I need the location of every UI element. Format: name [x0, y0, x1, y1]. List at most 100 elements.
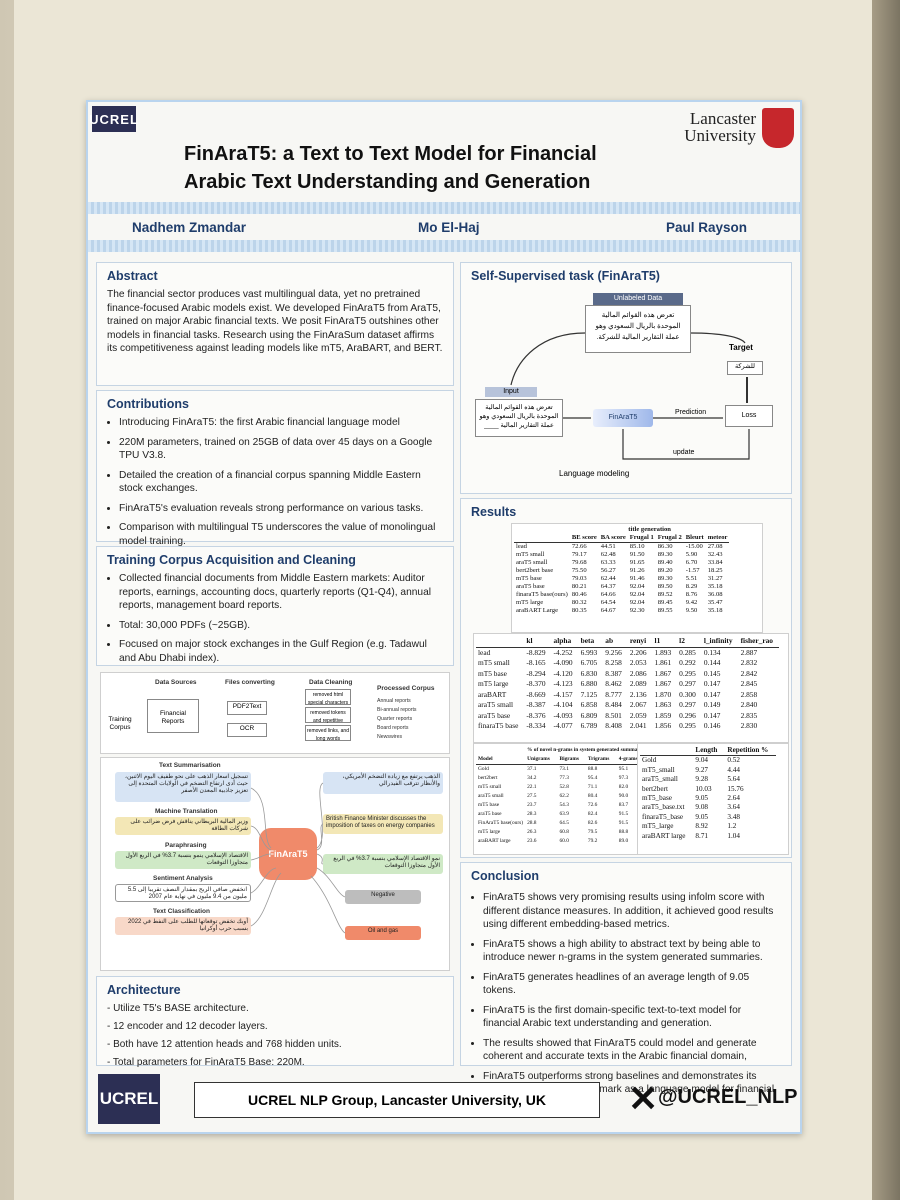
table-cell: 89.40	[657, 559, 673, 566]
lancaster-logo-text: Lancaster University	[684, 109, 756, 145]
task-output: Negative	[345, 890, 421, 904]
table-header-cell: Frugal 1	[629, 534, 654, 541]
cleaning-step: removed links, and long words	[305, 725, 351, 742]
table-cell: araT5_small	[642, 775, 678, 784]
table-cell: 92.30	[629, 607, 645, 614]
table-cell: Gold	[478, 766, 489, 772]
table-cell: 60.8	[559, 829, 569, 835]
x-logo-icon: ✕	[628, 1078, 659, 1119]
table-cell: 2.067	[629, 700, 647, 709]
table-cell: 88.8	[587, 766, 598, 772]
table-cell: 8.29	[685, 583, 698, 590]
task-label: Machine Translation	[155, 808, 218, 815]
financial-reports-box: Financial Reports	[147, 699, 199, 733]
table-cell: 6.789	[580, 721, 598, 730]
table-cell: 2.053	[629, 658, 647, 667]
table-cell: mT5_base	[642, 794, 672, 803]
divider-stripe	[88, 202, 800, 214]
corpus-panel: Training Corpus Acquisition and Cleaning…	[96, 546, 454, 666]
poster-header: UCREL Lancaster University FinAraT5: a T…	[88, 102, 800, 252]
figure-label: Data Sources	[155, 679, 197, 686]
table-cell: -4.077	[553, 721, 573, 730]
table-cell: 2.842	[740, 668, 758, 678]
table-cell: 27.5	[527, 793, 537, 799]
list-item: FinAraT5 shows very promising results us…	[483, 891, 781, 932]
twitter-handle[interactable]: @UCREL_NLP	[658, 1086, 798, 1108]
list-item: Comparison with multilingual T5 undersco…	[119, 521, 443, 548]
table-cell: 0.134	[703, 647, 721, 657]
table-cell: 32.43	[707, 551, 723, 558]
list-item: 220M parameters, trained on 25GB of data…	[119, 436, 443, 463]
table-cell: 79.03	[571, 575, 587, 582]
table-cell: 80.32	[571, 599, 587, 606]
table-cell: 37.1	[527, 766, 537, 772]
table-cell: 35.18	[707, 583, 723, 590]
table-cell: 89.45	[657, 599, 673, 606]
table-cell: 1.867	[654, 668, 672, 678]
list-item: FinAraT5 generates headlines of an avera…	[483, 971, 781, 998]
table-cell: FinAraT5 base(ours)	[478, 820, 524, 826]
table-cell: 0.144	[703, 658, 721, 667]
task-output: British Finance Minister discusses the i…	[323, 814, 443, 834]
table-cell: 1.859	[654, 710, 672, 720]
table-header-cell	[476, 636, 524, 647]
task-output: الذهب يرتفع مع زيادة التضخم الأمريكي، وا…	[323, 772, 443, 794]
table-cell: 0.285	[679, 647, 696, 657]
contributions-panel: Contributions Introducing FinAraT5: the …	[96, 390, 454, 547]
table-cell: -8.829	[526, 647, 546, 657]
table-cell: 6.858	[580, 700, 598, 709]
table-header-cell: kl	[526, 636, 533, 645]
table-cell: 26.3	[527, 829, 537, 835]
table-cell: 91.5	[618, 820, 629, 826]
table-cell: 2.086	[629, 668, 647, 678]
table-cell: 73.1	[559, 766, 569, 772]
table-cell: 82.0	[618, 784, 629, 790]
table-cell: 5.51	[685, 575, 698, 582]
table-cell: 0.147	[703, 710, 721, 720]
table-cell: 6.809	[580, 710, 598, 720]
section-heading: Contributions	[107, 397, 189, 411]
table-header-cell	[640, 746, 693, 756]
author-name: Paul Rayson	[666, 220, 748, 235]
table-cell: 8.462	[605, 679, 622, 688]
table-cell: 91.50	[629, 551, 645, 558]
table-cell: 97.3	[618, 775, 629, 781]
table-cell: 54.3	[559, 802, 569, 808]
table-cell: 82.6	[587, 820, 598, 826]
list-item: Detailed the creation of a financial cor…	[119, 469, 443, 496]
list-item: Total: 30,000 PDFs (~25GB).	[119, 619, 443, 633]
table-cell: 9.08	[695, 803, 708, 812]
table-cell: 1.870	[654, 689, 672, 699]
table-cell: 44.51	[600, 543, 616, 550]
table-cell: 35.47	[707, 599, 723, 606]
author-name: Nadhem Zmandar	[132, 220, 247, 235]
table-cell: 9.05	[695, 794, 708, 803]
table-cell: 8.408	[605, 721, 622, 730]
conclusion-panel: Conclusion FinAraT5 shows very promising…	[460, 862, 792, 1109]
table-cell: 0.297	[679, 679, 696, 688]
input-label: Input	[485, 387, 537, 397]
table-cell: bert2bert	[478, 775, 498, 781]
footer: UCREL UCREL NLP Group, Lancaster Univers…	[98, 1074, 798, 1124]
table-cell: 1.856	[654, 721, 672, 730]
table-cell: 60.0	[559, 838, 569, 844]
table-cell: 1.867	[654, 679, 672, 688]
table-cell: 28.8	[527, 820, 537, 826]
table-header-cell: ab	[605, 636, 614, 645]
table-cell: 89.30	[657, 551, 673, 558]
table-cell: lead	[478, 647, 491, 657]
table-cell: 9.256	[605, 647, 622, 657]
task-example: أوبك تخفض توقعاتها للطلب على النفط في 20…	[115, 917, 251, 935]
cleaning-step: removed tokens and repetitive characters	[305, 707, 351, 732]
table-cell: 8.92	[695, 822, 708, 831]
table-cell: 89.20	[657, 567, 673, 574]
